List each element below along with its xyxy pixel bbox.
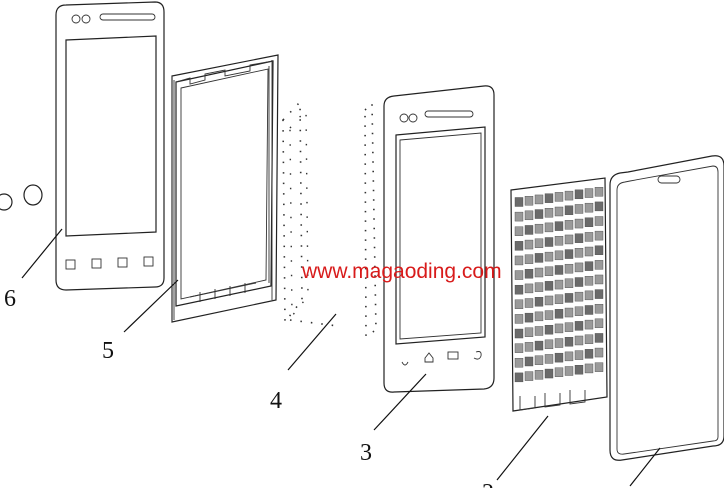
leader-4 <box>287 313 337 371</box>
leader-5 <box>123 279 179 333</box>
round-components <box>0 184 43 211</box>
back-cover <box>609 155 724 461</box>
leader-lines <box>21 228 661 487</box>
watermark: www.magaoding.com <box>301 260 502 283</box>
leader-2 <box>496 415 549 481</box>
leader-6 <box>21 228 63 279</box>
leader-3 <box>373 373 427 431</box>
part-3-middle-frame <box>383 85 495 393</box>
part-label-2: 2 <box>482 480 494 488</box>
part-label-4: 4 <box>270 388 282 414</box>
part-label-3: 3 <box>360 440 372 466</box>
part-6-front-cover <box>55 1 165 291</box>
part-4-adhesive-frame <box>282 100 377 338</box>
leader-back-cover <box>629 447 661 487</box>
part-label-5: 5 <box>102 338 114 364</box>
part-label-6: 6 <box>4 286 16 312</box>
part-2-circuit-board <box>510 177 608 412</box>
part-5-display-frame <box>171 54 279 323</box>
